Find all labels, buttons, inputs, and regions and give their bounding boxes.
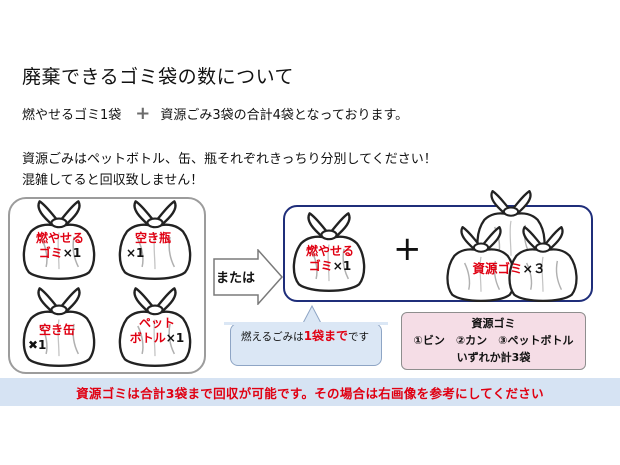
bag-label-count: ×３: [522, 261, 546, 276]
bag-label-count: ×1: [165, 331, 185, 345]
bag-label-line: ペット: [138, 316, 175, 330]
bag-label-pet: ペット ボトル×1: [118, 316, 196, 346]
bag-label-count: ×1: [62, 246, 82, 260]
bag-label-count: ×1: [332, 259, 352, 273]
burnable-limit-callout: 燃えるごみは1袋までです: [230, 323, 382, 366]
bag-label-burnable: 燃やせる ゴミ×1: [18, 231, 102, 261]
bag-label-line: 空き缶: [38, 323, 75, 337]
right-bag-group: [283, 205, 593, 302]
bag-label-can: 空き缶 ✖1: [22, 323, 92, 353]
bottom-banner: 資源ゴミは合計3袋まで回収が可能です。その場合は右画像を参考にしてください: [0, 378, 620, 406]
bag-label-line: 空き瓶: [134, 231, 171, 245]
resource-total: いずれか計3袋: [456, 351, 531, 364]
instruction-notes: 資源ごみはペットボトル、缶、瓶それぞれきっちり分別してください！ 混雑してると回…: [22, 149, 437, 191]
bag-label-line: 燃やせる: [35, 231, 84, 245]
note-line-1: 資源ごみはペットボトル、缶、瓶それぞれきっちり分別してください！: [22, 152, 437, 167]
bag-label-red: ゴミ: [38, 246, 63, 260]
bag-label-bottle: 空き瓶 ×1: [118, 231, 188, 261]
left-bag-group: [8, 197, 206, 374]
arrow-label: または: [216, 271, 256, 286]
callout-text: 燃えるごみは: [241, 331, 304, 343]
bag-label-right-burnable: 燃やせる ゴミ×1: [288, 244, 372, 274]
bag-label-line: 燃やせる: [305, 244, 354, 258]
resource-heading: 資源ゴミ: [471, 317, 516, 330]
summary-line: 燃やせるゴミ1袋 + 資源ごみ3袋の合計4袋となっております。: [22, 104, 408, 123]
page-title: 廃棄できるゴミ袋の数について: [22, 66, 295, 88]
resource-info-box: 資源ゴミ ①ビン ②カン ③ペットボトル いずれか計3袋: [401, 312, 586, 370]
bag-label-red: 資源ゴミ: [472, 261, 523, 276]
bag-label-count: ×1: [126, 246, 145, 260]
bag-label-red: ボトル: [129, 331, 166, 345]
plus-icon: +: [393, 229, 422, 269]
note-line-2: 混雑してると回収致しません！: [22, 173, 204, 188]
bag-label-count: ✖1: [28, 338, 47, 352]
bag-label-red: ゴミ: [308, 259, 333, 273]
summary-resource-text: 資源ごみ3袋の合計4袋となっております。: [160, 108, 409, 123]
plus-icon: +: [135, 102, 151, 124]
resource-items: ①ビン ②カン ③ペットボトル: [413, 334, 574, 347]
callout-pointer-mask: [224, 322, 388, 325]
bag-label-resource: 資源ゴミ×３: [446, 261, 572, 276]
banner-text: 資源ゴミは合計3袋まで回収が可能です。その場合は右画像を参考にしてください: [76, 385, 544, 401]
callout-pointer: [301, 305, 323, 325]
summary-burnable-text: 燃やせるゴミ1袋: [22, 108, 122, 123]
right-arrow-icon: [213, 249, 284, 305]
callout-highlight: 1袋まで: [303, 329, 349, 343]
callout-text-end: です: [348, 331, 370, 343]
